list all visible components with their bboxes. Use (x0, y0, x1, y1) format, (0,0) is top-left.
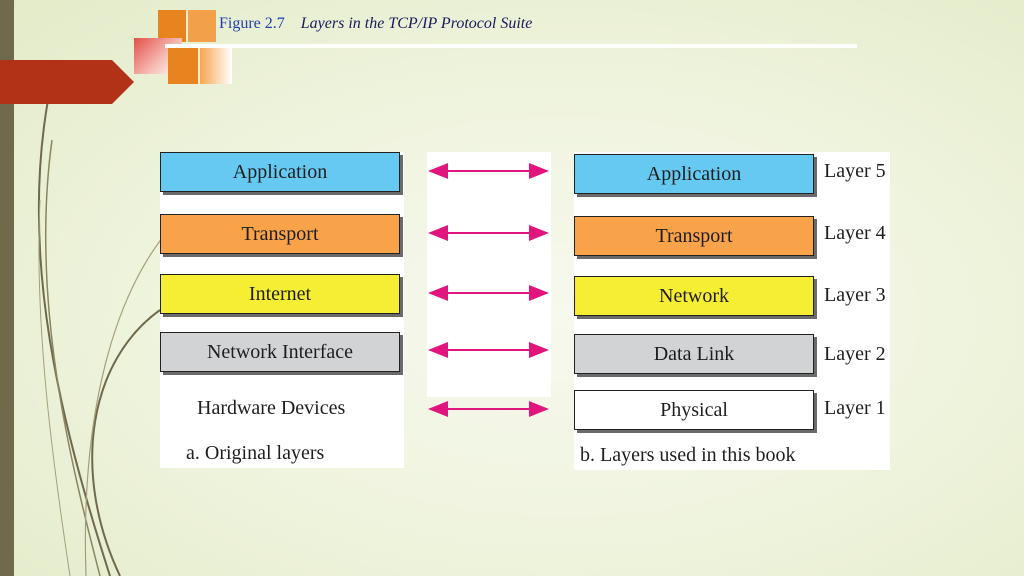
original-layer-application: Application (160, 152, 400, 192)
figure-caption-title: Layers in the TCP/IP Protocol Suite (300, 15, 533, 32)
original-layer-transport: Transport (160, 214, 400, 254)
title-underline (165, 44, 857, 48)
layer-number-4: Layer 4 (824, 222, 886, 244)
decor-square (158, 10, 186, 42)
book-layer-application: Application (574, 154, 814, 194)
decor-square (200, 44, 232, 84)
layer-number-1: Layer 1 (824, 397, 886, 419)
original-layers-caption: a. Original layers (186, 442, 325, 464)
book-layer-data-link: Data Link (574, 334, 814, 374)
book-layer-physical: Physical (574, 390, 814, 430)
layer-number-3: Layer 3 (824, 284, 886, 306)
book-layer-transport: Transport (574, 216, 814, 256)
decor-square (188, 10, 216, 42)
figure-number: Figure 2.7 (219, 15, 285, 32)
decor-square (168, 44, 198, 84)
original-layer-internet: Internet (160, 274, 400, 314)
book-layers-caption: b. Layers used in this book (580, 444, 796, 466)
figure-title: Figure 2.7 Layers in the TCP/IP Protocol … (219, 15, 532, 33)
book-layer-network: Network (574, 276, 814, 316)
hardware-devices-label: Hardware Devices (197, 397, 346, 419)
layer-number-5: Layer 5 (824, 160, 886, 182)
original-layer-network-interface: Network Interface (160, 332, 400, 372)
layer-number-2: Layer 2 (824, 343, 886, 365)
decorative-arrow-banner (0, 60, 134, 104)
left-accent-strip (0, 0, 14, 576)
